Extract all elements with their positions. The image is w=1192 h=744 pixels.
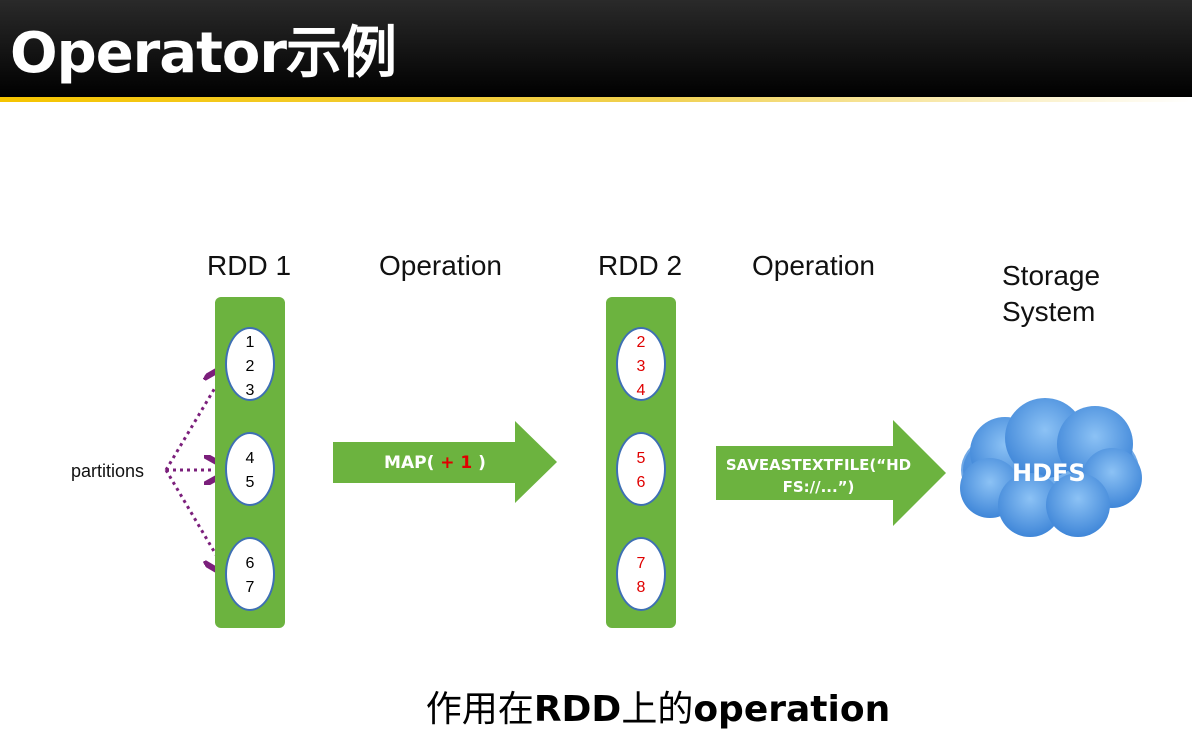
map-prefix: MAP( <box>384 453 441 473</box>
storage-system-label: Storage System <box>1002 258 1172 330</box>
save-label-line1: SAVEASTEXTFILE(“HD <box>725 456 912 474</box>
caption-part2: RDD <box>533 689 622 730</box>
rdd1-partition-1: 1 2 3 <box>225 327 275 401</box>
rdd1-p3-value: 7 <box>245 579 255 596</box>
map-arrow-label: MAP( + 1 ) <box>333 453 537 473</box>
rdd2-partition-1: 2 3 4 <box>616 327 666 401</box>
rdd1-p2-value: 4 <box>245 450 255 467</box>
rdd1-p1-value: 2 <box>245 358 255 375</box>
storage-label-line2: System <box>1002 296 1096 327</box>
save-arrow-label: SAVEASTEXTFILE(“HD FS://...”) <box>716 454 921 498</box>
save-label-line2: FS://...”) <box>782 478 855 496</box>
caption-part4: operation <box>693 689 891 730</box>
partitions-label: partitions <box>71 461 145 481</box>
rdd1-label: RDD 1 <box>207 250 292 281</box>
rdd2-p1-value: 4 <box>636 382 646 399</box>
rdd2-p3-value: 7 <box>636 555 646 572</box>
rdd2-p1-value: 2 <box>636 334 646 351</box>
header-bar <box>0 0 1192 97</box>
rdd1-partition-3: 6 7 <box>225 537 275 611</box>
rdd2-p2-value: 5 <box>636 450 646 467</box>
rdd2-p3-value: 8 <box>636 579 646 596</box>
rdd2-p2-value: 6 <box>636 474 646 491</box>
rdd1-partition-2: 4 5 <box>225 432 275 506</box>
operation1-label: Operation <box>379 250 502 281</box>
caption-part3: 上的 <box>621 689 694 730</box>
rdd1-p1-value: 1 <box>245 334 255 351</box>
rdd1-p2-value: 5 <box>245 474 255 491</box>
rdd1-p1-value: 3 <box>245 382 255 399</box>
map-suffix: ) <box>472 453 486 473</box>
rdd1-p3-value: 6 <box>245 555 255 572</box>
hdfs-label: HDFS <box>1012 459 1086 487</box>
rdd2-p1-value: 3 <box>636 358 646 375</box>
page-title: Operator示例 <box>10 21 397 86</box>
map-arrow <box>333 421 557 503</box>
rdd2-label: RDD 2 <box>598 250 683 281</box>
map-operator: + 1 <box>440 453 473 473</box>
caption-part1: 作用在 <box>425 689 534 730</box>
storage-label-line1: Storage <box>1002 260 1101 291</box>
header-accent-line <box>0 97 1192 102</box>
cloud-icon <box>960 398 1142 537</box>
rdd2-partition-2: 5 6 <box>616 432 666 506</box>
caption: 作用在RDD上的operation <box>0 680 1192 732</box>
rdd2-partition-3: 7 8 <box>616 537 666 611</box>
save-arrow <box>716 420 946 526</box>
operation2-label: Operation <box>752 250 875 281</box>
